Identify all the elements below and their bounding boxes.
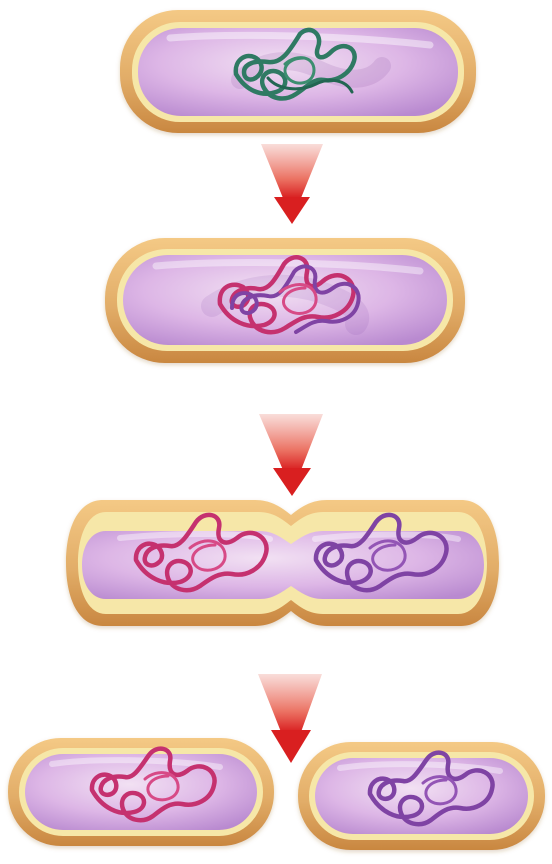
down-arrow-icon (259, 414, 323, 496)
stage-2-cell (105, 238, 465, 363)
down-arrow-icon (261, 144, 323, 224)
down-arrow-icon (258, 674, 322, 763)
stage-1-cell (120, 10, 476, 133)
stage-3-cell (66, 500, 499, 626)
stage-4-right-cell (298, 742, 545, 850)
stage-4-left-cell (8, 738, 274, 846)
